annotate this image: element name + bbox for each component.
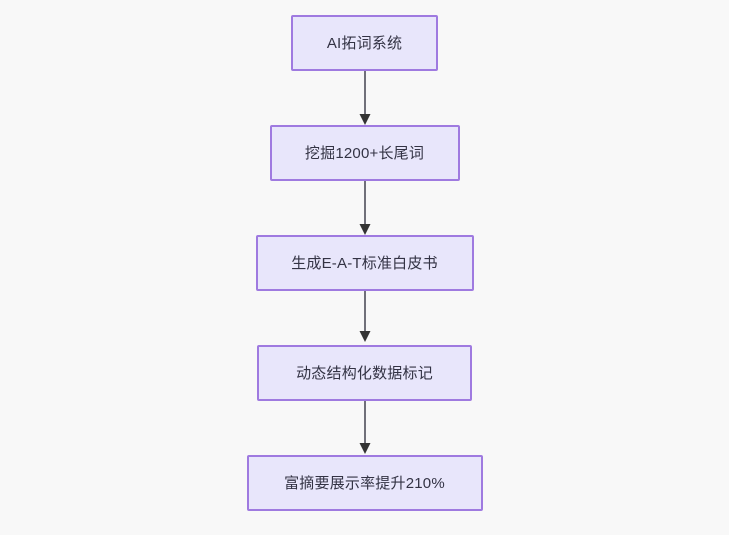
flowchart-edge-3: [359, 291, 371, 345]
arrow-down-icon: [359, 181, 370, 235]
top-spacer: [364, 0, 365, 15]
flowchart-node-dynamic-structured-data-markup[interactable]: 动态结构化数据标记: [257, 345, 472, 401]
flowchart-node-mine-longtail-keywords[interactable]: 挖掘1200+长尾词: [269, 125, 460, 181]
flowchart-node-generate-eat-whitepaper[interactable]: 生成E-A-T标准白皮书: [255, 235, 474, 291]
node-label: AI拓词系统: [326, 34, 403, 52]
arrow-down-icon: [359, 71, 370, 125]
node-label: 动态结构化数据标记: [296, 364, 433, 382]
flowchart-edge-2: [359, 181, 371, 235]
flowchart-node-column: AI拓词系统 挖掘1200+长尾词 生成E-A-T标准白皮书: [246, 0, 483, 511]
node-label: 富摘要展示率提升210%: [284, 474, 445, 492]
flowchart-edge-4: [359, 401, 371, 455]
node-label: 生成E-A-T标准白皮书: [291, 254, 438, 272]
flowchart-edge-1: [359, 71, 371, 125]
arrow-down-icon: [359, 291, 370, 342]
node-label: 挖掘1200+长尾词: [304, 144, 425, 162]
flowchart-node-ai-keyword-system[interactable]: AI拓词系统: [291, 15, 438, 71]
arrow-down-icon: [359, 401, 370, 454]
flowchart-node-rich-snippet-impression-uplift[interactable]: 富摘要展示率提升210%: [246, 455, 483, 511]
